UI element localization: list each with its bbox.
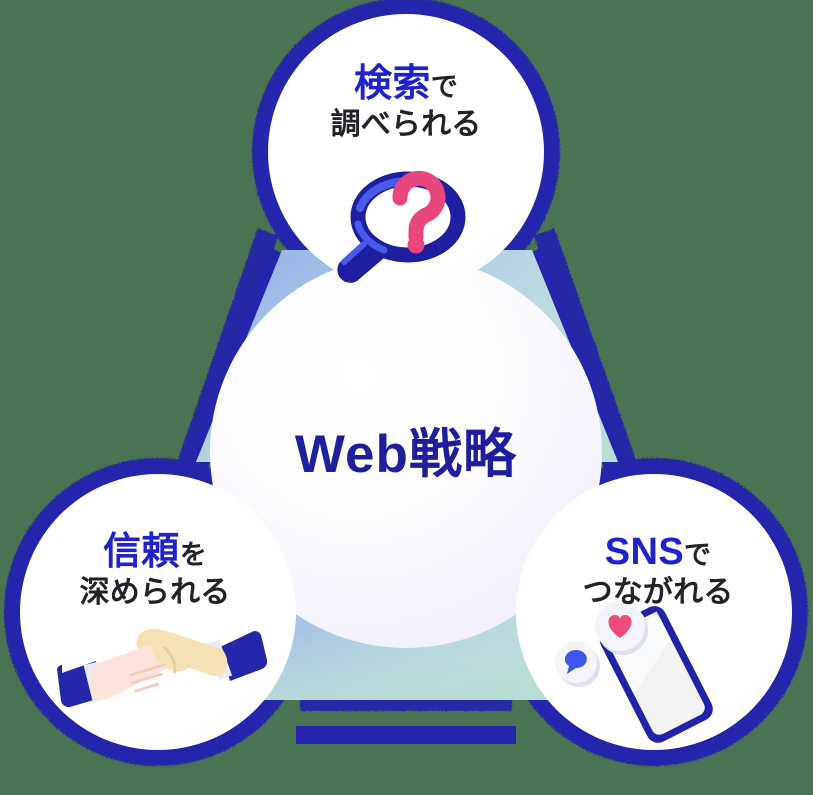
- handshake-icon: [57, 629, 268, 708]
- bubble-sns[interactable]: [516, 474, 792, 750]
- bubble-search[interactable]: [268, 14, 544, 290]
- smartphone-reactions-icon: [555, 601, 713, 743]
- heart-badge-icon: [595, 601, 648, 655]
- chat-badge-icon: [555, 641, 600, 687]
- center-circle: [210, 256, 602, 648]
- bubble-trust[interactable]: [20, 474, 296, 750]
- magnifier-question-icon: [337, 170, 466, 283]
